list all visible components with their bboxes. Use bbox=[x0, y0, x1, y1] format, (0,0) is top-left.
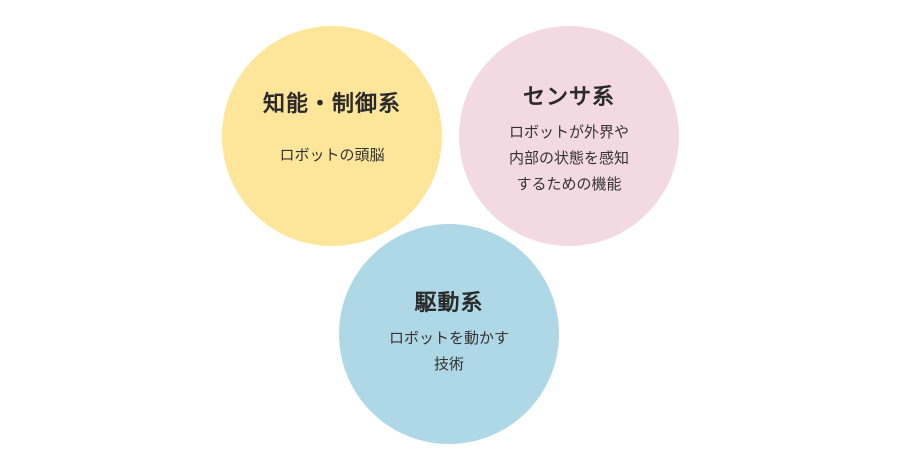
circle-title: 駆動系 bbox=[414, 291, 484, 316]
circle-title: 知能・制御系 bbox=[262, 92, 401, 117]
circle-title: センサ系 bbox=[522, 85, 615, 110]
circle-description: ロボットの頭脳 bbox=[279, 146, 385, 164]
circle-description: ロボットを動かす 技術 bbox=[388, 329, 509, 373]
actuator-circle: 駆動系 ロボットを動かす 技術 bbox=[339, 224, 559, 444]
intelligence-control-circle: 知能・制御系 ロボットの頭脳 bbox=[222, 26, 442, 246]
circle-description: ロボットが外界や 内部の状態を感知 するための機能 bbox=[508, 123, 629, 193]
sensor-circle: センサ系 ロボットが外界や 内部の状態を感知 するための機能 bbox=[459, 26, 679, 246]
